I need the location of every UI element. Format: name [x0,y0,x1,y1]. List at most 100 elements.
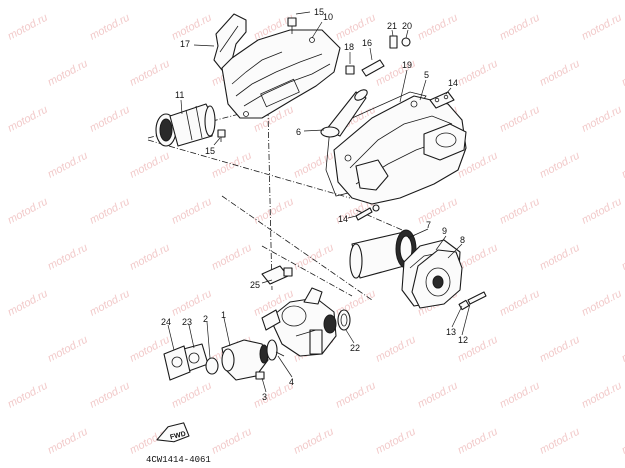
callout-3: 3 [262,392,267,402]
watermark-text: motod.ru [46,426,90,457]
watermark-text: motod.ru [210,242,254,273]
part-22-clamp [337,309,351,331]
watermark-text: motod.ru [416,380,460,411]
callout-10: 10 [323,12,333,22]
part-17-gasket [213,13,247,71]
watermark-text: motod.ru [252,196,296,227]
watermark-text: motod.ru [46,334,90,365]
watermark-text: motod.ru [538,242,582,273]
part-14-clip-upper [429,91,455,109]
fwd-label: FWD [169,431,186,442]
part-24-plate [163,345,191,381]
watermark-text: motod.ru [416,12,460,43]
callout-11: 11 [175,90,184,100]
watermark-text: motod.ru [620,426,625,457]
carburetor [261,287,337,357]
watermark-text: motod.ru [456,426,500,457]
watermark-text: motod.ru [88,288,132,319]
watermark-text: motod.ru [538,150,582,181]
fwd-arrow: FWD [156,422,190,443]
watermark-text: motod.ru [498,196,542,227]
part-7-filter-element [349,229,417,279]
part-3-bolt [255,371,265,380]
callout-5: 5 [424,70,429,80]
watermark-text: motod.ru [620,58,625,89]
drawing-code: 4CW1414-4061 [146,455,211,465]
watermark-text: motod.ru [538,426,582,457]
callout-12: 12 [458,335,468,345]
callout-22: 22 [350,343,360,353]
watermark-text: motod.ru [46,58,90,89]
watermark-text: motod.ru [498,12,542,43]
part-15-bolt-top [287,17,297,34]
part-21-cap [389,35,398,49]
part-11-intake-boot [155,103,216,147]
part-4-clamp-band [266,339,285,361]
part-10-air-cleaner-cap [221,29,341,119]
part-6-tube [320,89,368,138]
callout-14-middle: 14 [338,214,348,224]
watermark-text: motod.ru [210,150,254,181]
callout-4: 4 [289,377,294,387]
watermark-text: motod.ru [292,150,336,181]
watermark-text: motod.ru [498,380,542,411]
watermark-text: motod.ru [538,334,582,365]
watermark-text: motod.ru [292,242,336,273]
callout-1: 1 [221,310,226,320]
watermark-text: motod.ru [292,426,336,457]
callout-25: 25 [250,280,260,290]
watermark-text: motod.ru [580,12,624,43]
callout-17: 17 [180,39,190,49]
part-18-plug [345,65,355,75]
watermark-text: motod.ru [170,12,214,43]
callout-15-top: 15 [314,7,324,17]
callout-16: 16 [362,38,372,48]
part-13-12-screw [458,291,487,311]
callout-24: 24 [161,317,171,327]
watermark-text: motod.ru [416,196,460,227]
callout-7: 7 [426,220,431,230]
watermark-text: motod.ru [6,104,50,135]
watermark-text: motod.ru [334,380,378,411]
part-20-clamp [401,37,411,47]
watermark-text: motod.ru [620,242,625,273]
leader-lines [167,11,471,393]
callout-8: 8 [460,235,465,245]
watermark-text: motod.ru [128,150,172,181]
watermark-text: motod.ru [88,12,132,43]
watermark-text: motod.ru [498,288,542,319]
watermark-text: motod.ru [498,104,542,135]
callout-9: 9 [442,226,447,236]
watermark-text: motod.ru [580,380,624,411]
part-14-screw-middle [355,204,380,221]
callout-labels: 15 10 17 11 15 18 16 21 20 19 5 14 6 14 … [161,7,468,402]
part-5-air-cleaner-case [333,95,467,205]
callout-20: 20 [402,21,412,31]
watermark-text: motod.ru [620,150,625,181]
part-2-o-ring [205,357,219,375]
callout-23: 23 [182,317,192,327]
callout-14-upper: 14 [448,78,458,88]
watermark-text: motod.ru [128,58,172,89]
part-8-element-cover [411,249,463,309]
part-15-bolt-lower [217,129,226,142]
callout-18: 18 [344,42,354,52]
watermark-text: motod.ru [6,288,50,319]
watermark-text: motod.ru [210,426,254,457]
watermark-text: motod.ru [6,380,50,411]
callout-13: 13 [446,327,456,337]
watermark-text: motod.ru [6,12,50,43]
part-1-intake-manifold [221,339,269,381]
callout-2: 2 [203,314,208,324]
watermark-text: motod.ru [580,196,624,227]
part-16-hose [361,59,385,77]
watermark-text: motod.ru [170,380,214,411]
watermark-text: motod.ru [128,242,172,273]
watermark-text: motod.ru [374,426,418,457]
watermark-text: motod.ru [88,380,132,411]
watermark-text: motod.ru [580,288,624,319]
callout-19: 19 [402,60,412,70]
watermark-text: motod.ru [580,104,624,135]
callout-21: 21 [387,21,397,31]
